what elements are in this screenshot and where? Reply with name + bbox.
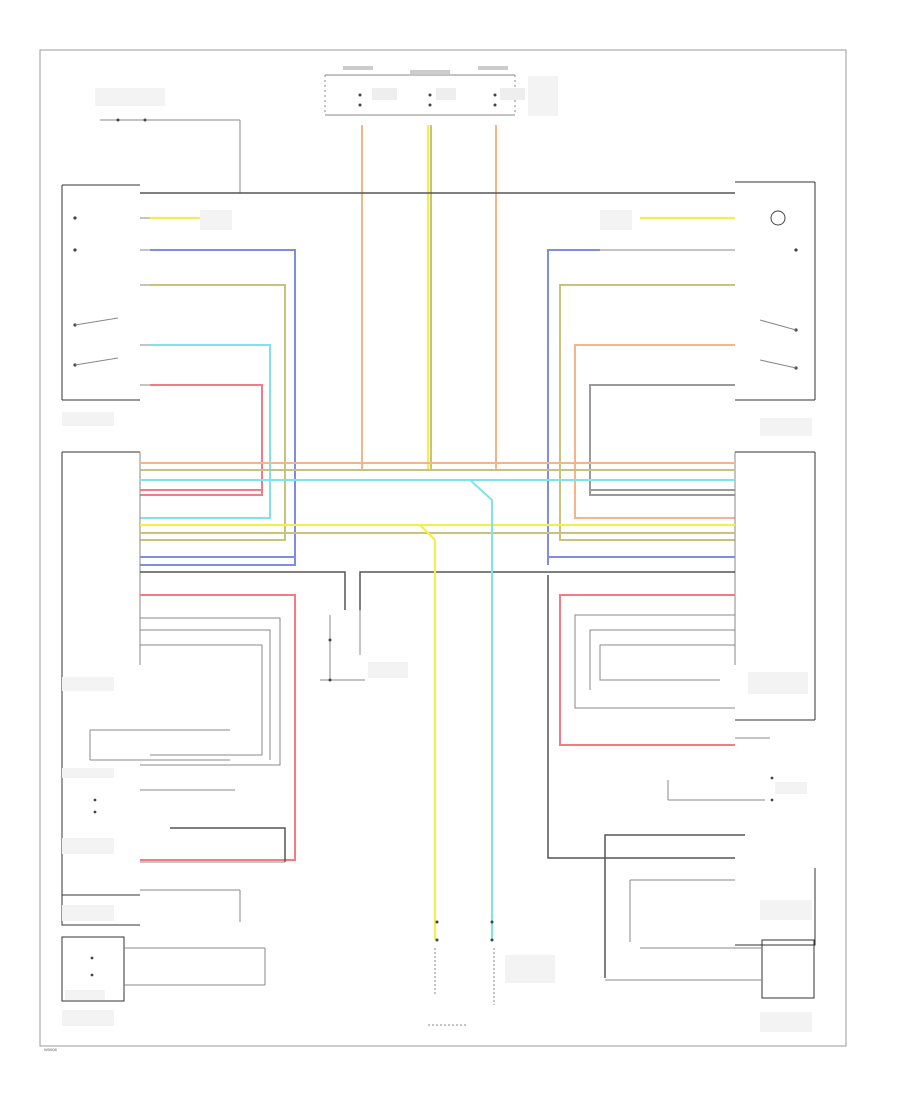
wire-black-bus-right (359, 571, 735, 610)
passenger-seat-back-element (629, 868, 816, 946)
wire-red-lower-right (559, 594, 735, 746)
center-ground-switch (320, 610, 408, 682)
wire-black-bus-left (140, 571, 346, 610)
footer-code: W0008 (44, 1047, 57, 1052)
driver-seat-sensor (62, 729, 235, 814)
passenger-heated-seat-switch (560, 181, 816, 436)
passenger-seat-cushion-element (605, 939, 815, 1032)
driver-heated-seat-switch (61, 184, 735, 426)
wire-black-lower-right (547, 575, 735, 859)
top-left-switch (95, 88, 241, 193)
driver-seat-heater-module (61, 451, 141, 896)
wire-blue-right (547, 249, 600, 565)
top-fuse-block (324, 66, 558, 116)
passenger-seat-sensor (667, 737, 807, 802)
wire-olive-right (559, 284, 735, 541)
wire-red-left (140, 384, 263, 496)
wire-orange-right (574, 344, 735, 519)
driver-seat-back-element (61, 880, 241, 926)
bottom-center-connectors (428, 920, 555, 1026)
wire-olive-left (140, 284, 286, 541)
passenger-seat-heater-module (734, 451, 816, 721)
wire-cyan-left (140, 344, 271, 519)
diagram-frame (39, 49, 847, 1047)
wire-black-lower-left (170, 827, 286, 862)
wire-blue-left (140, 249, 296, 566)
wire-cyan-down (469, 479, 493, 940)
wire-red-lower-left (140, 594, 296, 861)
driver-seat-cushion-element (61, 936, 266, 1026)
wire-gray-right (589, 384, 735, 496)
wire-yellow-down (419, 524, 437, 940)
wire-black-lower-right-2 (604, 834, 745, 978)
